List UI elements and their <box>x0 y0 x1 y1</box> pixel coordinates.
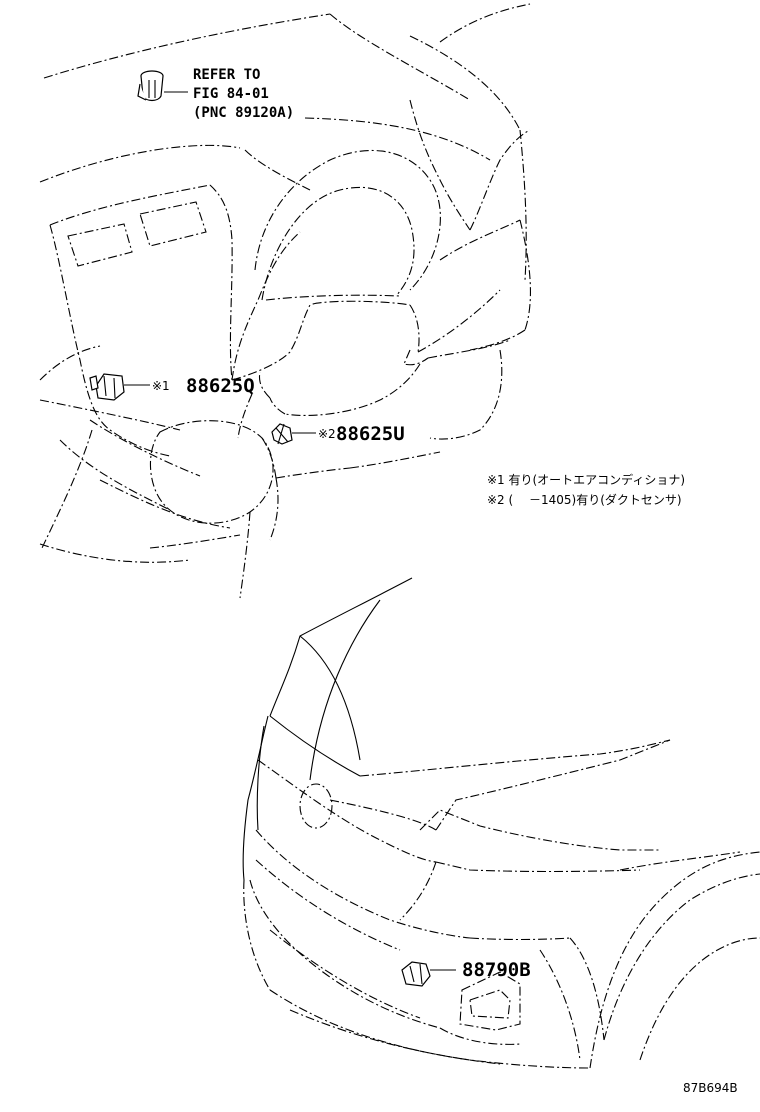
part-88790b-icon <box>401 961 431 987</box>
part-88625q-icon <box>89 373 125 401</box>
callout-mark-1: ※1 <box>152 379 170 393</box>
refer-line-3: (PNC 89120A) <box>193 105 294 121</box>
part-89120a-icon <box>137 70 164 102</box>
refer-line-1: REFER TO <box>193 67 260 83</box>
refer-line-2: FIG 84-01 <box>193 86 269 102</box>
part-number-88625q: 88625Q <box>186 375 255 397</box>
part-number-88625u: 88625U <box>336 423 405 445</box>
note-2: ※2 ( －1405)有り(ダクトセンサ) <box>487 492 682 507</box>
dashboard-illustration <box>39 3 531 599</box>
front-bumper-illustration <box>242 577 760 1069</box>
refer-to-text: REFER TO FIG 84-01 (PNC 89120A) <box>193 67 294 121</box>
part-88625u-icon <box>271 423 293 445</box>
part-number-88790b: 88790B <box>462 959 531 981</box>
figure-code: 87B694B <box>683 1081 738 1095</box>
callout-mark-2: ※2 <box>318 427 336 441</box>
note-1: ※1 有り(オートエアコンディショナ) <box>487 472 685 487</box>
